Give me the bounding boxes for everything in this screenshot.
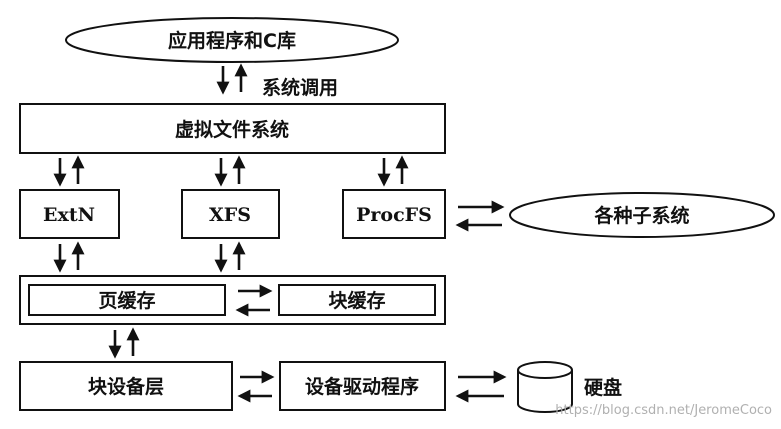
node-vfs: 虚拟文件系统 [19,103,446,154]
node-block-device-layer: 块设备层 [19,361,233,411]
node-device-driver: 设备驱动程序 [279,361,446,411]
edge-pagecache-blockcache [235,284,273,317]
node-app-label: 应用程序和C库 [168,29,296,52]
node-extn: ExtN [19,189,120,239]
node-disk-label: 硬盘 [584,376,622,399]
node-subsystems-label: 各种子系统 [593,204,689,227]
node-xfs-label: XFS [209,204,251,226]
edge-vfs-procfs [377,155,409,187]
node-block-device-layer-label: 块设备层 [88,375,164,398]
edge-xfs-cache [214,241,246,273]
node-page-cache: 页缓存 [28,284,226,316]
node-page-cache-label: 页缓存 [98,289,155,312]
edge-extn-cache [53,241,85,273]
node-device-driver-label: 设备驱动程序 [305,375,419,398]
edge-app-vfs: 系统调用 [216,63,338,99]
node-block-cache: 块缓存 [278,284,436,316]
node-block-cache-label: 块缓存 [328,289,385,312]
node-procfs: ProcFS [342,189,446,239]
edge-driver-disk [455,370,507,403]
edge-blocklayer-driver [237,370,275,403]
edge-label-syscall: 系统调用 [262,76,338,99]
edge-cache-blocklayer [108,327,140,359]
edge-vfs-extn [53,155,85,187]
node-xfs: XFS [181,189,280,239]
edge-vfs-xfs [214,155,246,187]
edge-procfs-subsystems [455,200,505,232]
node-extn-label: ExtN [43,204,95,226]
node-vfs-label: 虚拟文件系统 [175,118,289,141]
watermark-text: https://blog.csdn.net/JeromeCoco [555,403,772,418]
disk-cylinder-icon: 硬盘 [517,361,622,413]
node-procfs-label: ProcFS [356,204,432,226]
node-subsystems: 各种子系统 [509,192,775,238]
node-app: 应用程序和C库 [65,17,399,63]
